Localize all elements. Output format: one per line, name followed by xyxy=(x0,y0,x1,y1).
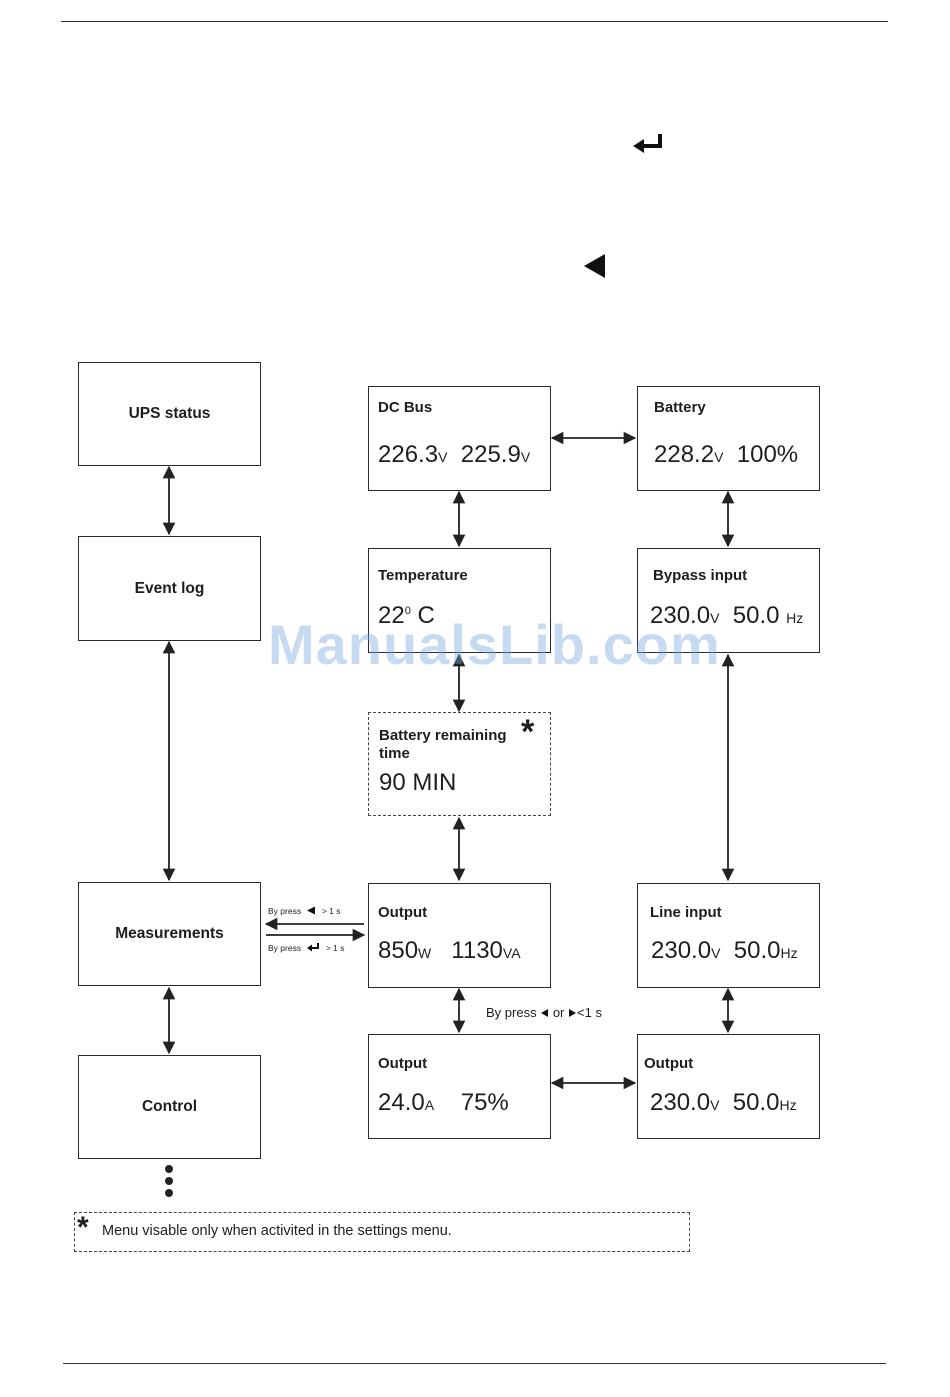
footnote-text: Menu visable only when activited in the … xyxy=(102,1223,452,1239)
screen-output-current-values: 24.0A 75% xyxy=(378,1089,509,1116)
screen-bypass-input[interactable]: Bypass input 230.0V 50.0 Hz xyxy=(637,548,820,653)
watermark: ManualsLib.com xyxy=(268,613,721,676)
screen-output-voltage-values: 230.0V 50.0Hz xyxy=(650,1089,797,1116)
left-triangle-icon xyxy=(541,1009,549,1017)
screen-output-power[interactable]: Output 850W 1130VA xyxy=(368,883,551,988)
menu-measurements-label: Measurements xyxy=(115,925,224,942)
screen-dc-bus-values: 226.3V 225.9V xyxy=(378,441,531,468)
screen-temperature-title: Temperature xyxy=(378,567,468,584)
menu-control-label: Control xyxy=(141,1098,198,1115)
menu-event-log[interactable]: Event log xyxy=(78,536,261,641)
screen-output-current-title: Output xyxy=(378,1055,428,1072)
screen-battery[interactable]: Battery 228.2V 100% xyxy=(637,386,820,491)
screen-output-power-values: 850W 1130VA xyxy=(378,937,521,964)
screen-battery-values: 228.2V 100% xyxy=(654,441,799,468)
menu-ups-status-label: UPS status xyxy=(128,405,211,422)
screen-line-input-values: 230.0V 50.0Hz xyxy=(651,937,798,964)
screen-battery-remaining-value: 90 MIN xyxy=(379,769,457,796)
screen-line-input[interactable]: Line input 230.0V 50.0Hz xyxy=(637,883,820,988)
screen-battery-title: Battery xyxy=(654,399,706,416)
enter-return-icon xyxy=(307,943,320,952)
hint-back: By press > 1 s xyxy=(268,906,341,916)
left-triangle-icon xyxy=(584,254,605,278)
menu-measurements[interactable]: Measurements xyxy=(78,882,261,986)
hint-left-right: By press or <1 s xyxy=(486,1005,602,1020)
screen-temperature-value: 220 C xyxy=(378,602,435,629)
top-rule xyxy=(61,21,888,22)
screen-output-power-title: Output xyxy=(378,904,428,921)
bottom-rule xyxy=(63,1363,886,1364)
screen-output-voltage-title: Output xyxy=(644,1055,694,1072)
more-dot-2 xyxy=(165,1177,173,1185)
footnote-box: * Menu visable only when activited in th… xyxy=(74,1212,690,1252)
screen-dc-bus-title: DC Bus xyxy=(378,399,433,416)
screen-output-current[interactable]: Output 24.0A 75% xyxy=(368,1034,551,1139)
right-triangle-icon xyxy=(569,1009,577,1017)
more-dot-3 xyxy=(165,1189,173,1197)
screen-dc-bus[interactable]: DC Bus 226.3V 225.9V xyxy=(368,386,551,491)
menu-control[interactable]: Control xyxy=(78,1055,261,1159)
enter-return-icon-top xyxy=(633,134,662,153)
screen-battery-remaining-title-1: Battery remaining xyxy=(379,727,507,744)
screen-battery-remaining[interactable]: Battery remaining time * 90 MIN xyxy=(368,712,551,816)
menu-ups-status[interactable]: UPS status xyxy=(78,362,261,466)
more-dot-1 xyxy=(165,1165,173,1173)
screen-bypass-input-values: 230.0V 50.0 Hz xyxy=(650,602,804,629)
hint-enter: By press > 1 s xyxy=(268,943,345,953)
screen-battery-remaining-title-2: time xyxy=(379,745,410,762)
screen-temperature[interactable]: Temperature 220 C xyxy=(368,548,551,653)
optional-star-icon: * xyxy=(521,713,535,751)
menu-event-log-label: Event log xyxy=(134,579,205,597)
screen-output-voltage[interactable]: Output 230.0V 50.0Hz xyxy=(637,1034,820,1139)
footnote-star-icon: * xyxy=(77,1211,89,1244)
screen-line-input-title: Line input xyxy=(650,904,722,921)
left-triangle-icon xyxy=(307,906,316,915)
screen-bypass-input-title: Bypass input xyxy=(653,567,748,584)
